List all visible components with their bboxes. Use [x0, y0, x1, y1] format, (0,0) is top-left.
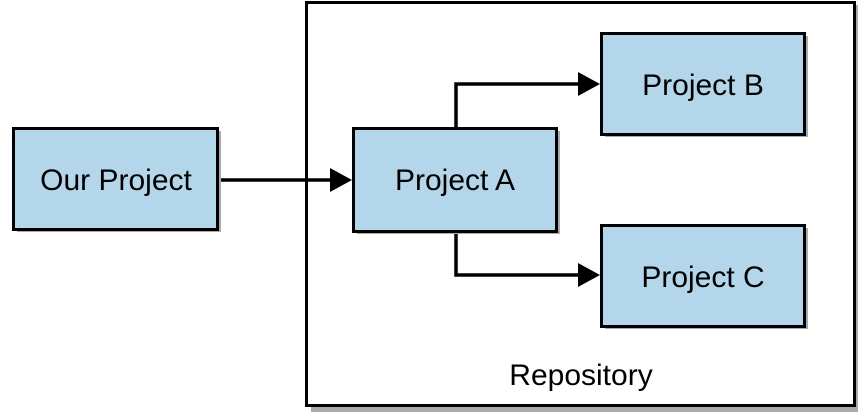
our-project-label: Our Project: [40, 164, 192, 197]
edge-project-a-to-project-b: [454, 82, 580, 128]
project-b-box: [600, 32, 806, 136]
node-project-a: Project A: [352, 127, 560, 234]
project-a-label: Project A: [395, 164, 515, 197]
project-c-label: Project C: [641, 261, 764, 294]
project-b-label: Project B: [642, 69, 764, 102]
edge-project-a-to-project-c: [454, 230, 580, 277]
node-project-b: Project B: [600, 32, 808, 137]
project-a-box: [352, 127, 558, 233]
arrowhead-project-c: [578, 263, 600, 287]
repository-label: Repository: [509, 359, 652, 392]
arrowhead-project-a: [330, 168, 352, 192]
project-c-box: [600, 224, 806, 328]
node-our-project: Our Project: [12, 127, 221, 232]
arrowhead-project-b: [578, 72, 600, 96]
edges: [219, 72, 600, 287]
node-project-c: Project C: [600, 224, 808, 329]
our-project-box: [12, 127, 219, 231]
